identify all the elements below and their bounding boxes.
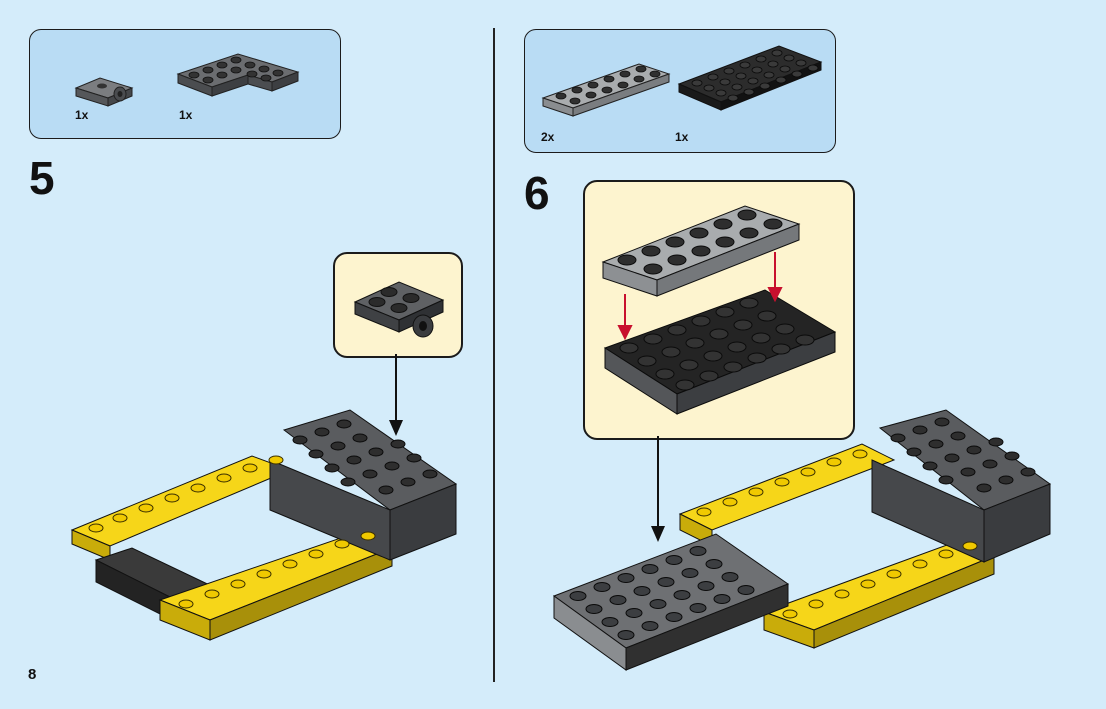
part-plate-corner-2x4-icon <box>176 53 300 97</box>
part-plate-4x6-icon <box>677 45 823 111</box>
part-plate-2x6-icon <box>541 63 671 117</box>
step6-part2-qty: 1x <box>675 130 689 144</box>
step5-arrow-icon <box>389 354 403 436</box>
step6-parts-box: 2x 1x <box>524 29 836 153</box>
step5-part2-qty: 1x <box>179 108 193 122</box>
step6-number: 6 <box>524 167 550 219</box>
step5-parts-box: 1x 1x <box>29 29 341 139</box>
step5-part1-qty: 1x <box>75 108 89 122</box>
step5-callout <box>333 252 463 358</box>
step6-arrow-icon <box>651 436 665 542</box>
callout-plate-2x2-pin-icon <box>353 281 445 338</box>
step6-part1-qty: 2x <box>541 130 555 144</box>
step-divider <box>493 28 495 682</box>
page-number: 8 <box>28 666 37 683</box>
step6-callout <box>583 180 855 440</box>
step5-number: 5 <box>29 152 55 204</box>
callout-plates-assembly-icon <box>601 205 837 415</box>
part-plate-2x2-pin-icon <box>74 77 134 107</box>
